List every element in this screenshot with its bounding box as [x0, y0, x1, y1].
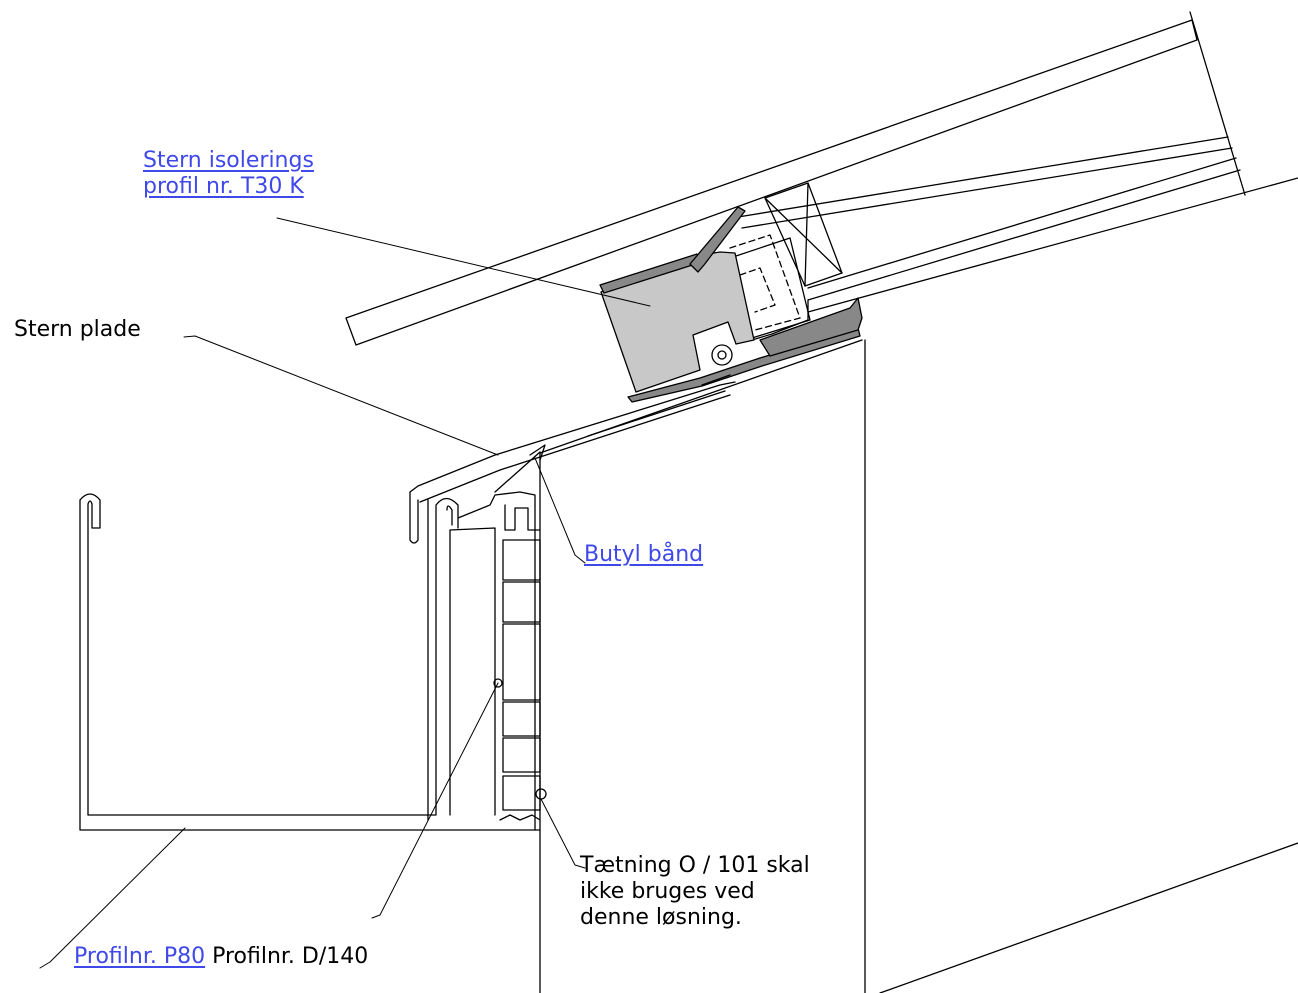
- taetning-line-2: ikke bruges ved: [580, 879, 755, 904]
- label-stern-isolerings[interactable]: Stern isolerings profil nr. T30 K: [143, 148, 314, 200]
- hidden-edges: [729, 234, 801, 331]
- stern-plate: [409, 381, 736, 544]
- link-stern-isolerings-line-1[interactable]: Stern isolerings: [143, 148, 314, 173]
- label-butyl-baand[interactable]: Butyl bånd: [584, 542, 703, 568]
- taetning-line-1: Tætning O / 101 skal: [580, 853, 810, 878]
- text-profilnr-d140: Profilnr. D/140: [212, 944, 369, 969]
- label-profilnr: Profilnr. P80 Profilnr. D/140: [74, 944, 368, 970]
- link-butyl-baand[interactable]: Butyl bånd: [584, 542, 704, 567]
- taetning-line-3: denne løsning.: [580, 905, 742, 930]
- label-taetning-note: Tætning O / 101 skal ikke bruges ved den…: [580, 853, 810, 931]
- link-stern-isolerings-line-2[interactable]: profil nr. T30 K: [143, 174, 304, 199]
- leader-lines: [39, 217, 651, 969]
- batten-block: [729, 182, 843, 341]
- roof-glazing-panel: [345, 11, 1298, 346]
- insulation-profile-t30k: [587, 206, 863, 437]
- link-profilnr-p80[interactable]: Profilnr. P80: [74, 944, 206, 969]
- gutter-profile-p80: [79, 493, 541, 831]
- frame-profile-d140: [449, 444, 547, 831]
- label-stern-plade: Stern plade: [14, 317, 141, 342]
